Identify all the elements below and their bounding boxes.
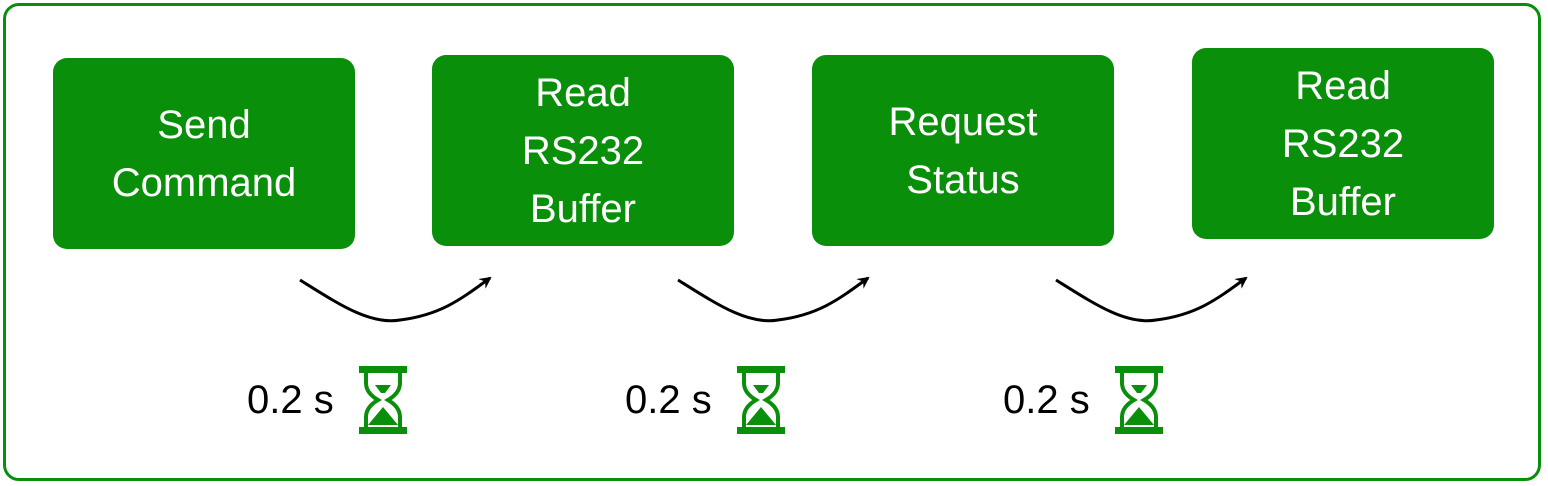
step-label: Send Command [112, 96, 297, 212]
step-send-command: Send Command [53, 58, 355, 249]
step-label-line: RS232 [521, 128, 645, 173]
step-label-line: Buffer [1290, 179, 1396, 224]
step-read-rs232-buffer: Read RS232 Buffer [432, 55, 734, 246]
step-label-line: Read [535, 70, 631, 115]
delay-annotation: 0.2 s [247, 365, 408, 435]
delay-annotation: 0.2 s [625, 365, 786, 435]
delay-label: 0.2 s [247, 377, 334, 422]
step-label-line: Command [111, 160, 297, 205]
step-label-line: Request [888, 99, 1038, 144]
transition-arrow [1055, 276, 1248, 323]
step-read-rs232-buffer-2: Read RS232 Buffer [1192, 48, 1494, 239]
step-label-line: Read [1295, 63, 1391, 108]
hourglass-icon [1114, 366, 1163, 434]
step-label: Read RS232 Buffer [522, 64, 644, 238]
delay-label: 0.2 s [1003, 377, 1090, 422]
step-label-line: Send [157, 102, 251, 147]
step-label-line: Status [906, 157, 1020, 202]
delay-annotation: 0.2 s [1003, 365, 1164, 435]
step-label-line: Buffer [530, 186, 636, 231]
step-label: Read RS232 Buffer [1282, 57, 1404, 231]
step-label: Request Status [889, 93, 1038, 209]
step-label-line: RS232 [1281, 121, 1405, 166]
hourglass-icon [736, 366, 785, 434]
transition-arrow [299, 276, 492, 323]
transition-arrow [677, 276, 870, 323]
hourglass-icon [358, 366, 407, 434]
step-request-status: Request Status [812, 55, 1114, 246]
delay-label: 0.2 s [625, 377, 712, 422]
